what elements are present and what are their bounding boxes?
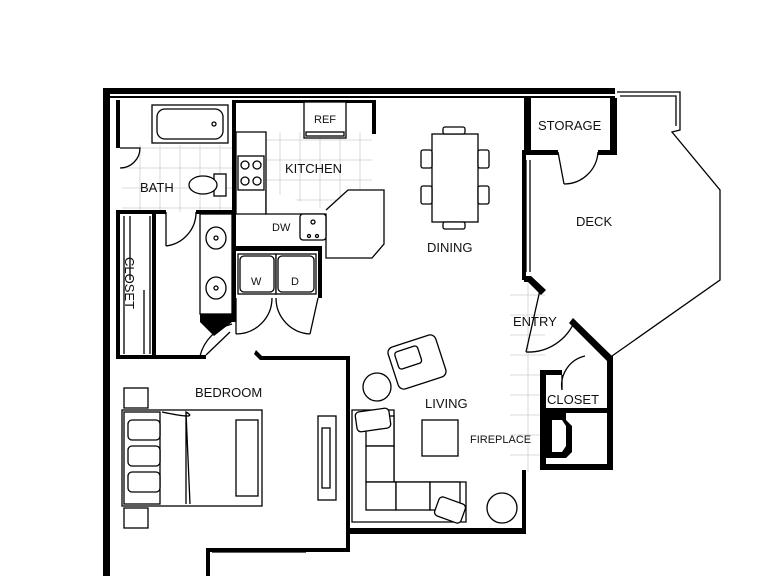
dresser-tv [317,415,337,501]
fireplace-label: FIREPLACE [470,434,531,446]
coffee-table [421,419,459,457]
stove [237,155,265,191]
round-table [486,492,518,524]
refrigerator [303,101,347,139]
closet-right-label: CLOSET [547,392,599,407]
dining-label: DINING [427,240,473,255]
washer-label: W [251,276,262,288]
bedroom-label: BEDROOM [195,385,262,400]
entry-label: ENTRY [513,314,557,329]
closet-left-label: CLOSET [122,257,137,309]
nightstand-top [123,387,149,409]
deck-rail [620,95,677,126]
nightstand-bottom [123,507,149,529]
dw-label: DW [272,222,291,234]
living-label: LIVING [425,396,468,411]
walls [103,88,617,576]
deck-outline [611,91,721,357]
vanity [199,213,233,315]
deck-label: DECK [576,214,612,229]
sofa [351,407,467,524]
bathtub [151,104,229,144]
armchair [387,334,447,390]
toilet [188,173,227,197]
dining-table [420,126,490,230]
bath-label: BATH [140,180,174,195]
storage-label: STORAGE [538,118,602,133]
dryer-label: D [291,276,299,288]
side-table [362,372,392,402]
bed [121,409,263,507]
dryer [275,253,317,295]
windows [212,160,531,553]
kitchen-sink [299,213,327,241]
washer [237,253,277,295]
doors [119,147,599,391]
ref-label: REF [314,114,336,126]
kitchen-label: KITCHEN [285,161,342,176]
